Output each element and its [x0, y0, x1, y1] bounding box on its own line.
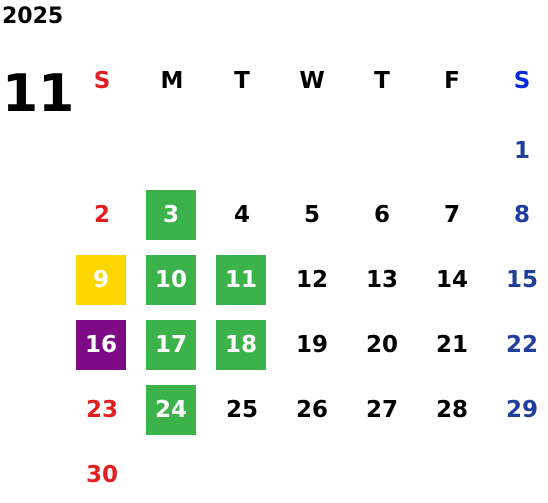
weekday-header-tue: T [234, 68, 250, 94]
weekday-header-fri: F [444, 68, 460, 94]
day-cell-16[interactable]: 16 [76, 320, 126, 370]
day-cell-3[interactable]: 3 [146, 190, 196, 240]
day-cell-1[interactable]: 1 [513, 138, 530, 164]
day-cell-19[interactable]: 19 [295, 332, 328, 358]
day-cell-4[interactable]: 4 [233, 202, 250, 228]
day-cell-13[interactable]: 13 [365, 267, 398, 293]
day-cell-27[interactable]: 27 [365, 397, 398, 423]
day-cell-29[interactable]: 29 [505, 397, 538, 423]
day-cell-7[interactable]: 7 [443, 202, 460, 228]
weekday-header-wed: W [299, 68, 325, 94]
day-cell-8[interactable]: 8 [513, 202, 530, 228]
day-cell-10[interactable]: 10 [146, 255, 196, 305]
day-cell-21[interactable]: 21 [435, 332, 468, 358]
month-label: 11 [2, 64, 75, 124]
day-cell-14[interactable]: 14 [435, 267, 468, 293]
day-cell-15[interactable]: 15 [505, 267, 538, 293]
weekday-header-sat: S [513, 68, 531, 94]
weekday-header-thu: T [374, 68, 390, 94]
day-cell-25[interactable]: 25 [225, 397, 258, 423]
day-cell-2[interactable]: 2 [93, 202, 110, 228]
day-cell-20[interactable]: 20 [365, 332, 398, 358]
day-cell-23[interactable]: 23 [85, 397, 118, 423]
day-cell-22[interactable]: 22 [505, 332, 538, 358]
day-cell-24[interactable]: 24 [146, 385, 196, 435]
day-cell-12[interactable]: 12 [295, 267, 328, 293]
weekday-header-mon: M [160, 68, 184, 94]
day-cell-26[interactable]: 26 [295, 397, 328, 423]
day-cell-30[interactable]: 30 [85, 462, 118, 488]
weekday-header-sun: S [93, 68, 111, 94]
day-cell-6[interactable]: 6 [373, 202, 390, 228]
year-label: 2025 [2, 4, 64, 29]
day-cell-9[interactable]: 9 [76, 255, 126, 305]
day-cell-28[interactable]: 28 [435, 397, 468, 423]
day-cell-11[interactable]: 11 [216, 255, 266, 305]
day-cell-5[interactable]: 5 [303, 202, 320, 228]
day-cell-17[interactable]: 17 [146, 320, 196, 370]
day-cell-18[interactable]: 18 [216, 320, 266, 370]
